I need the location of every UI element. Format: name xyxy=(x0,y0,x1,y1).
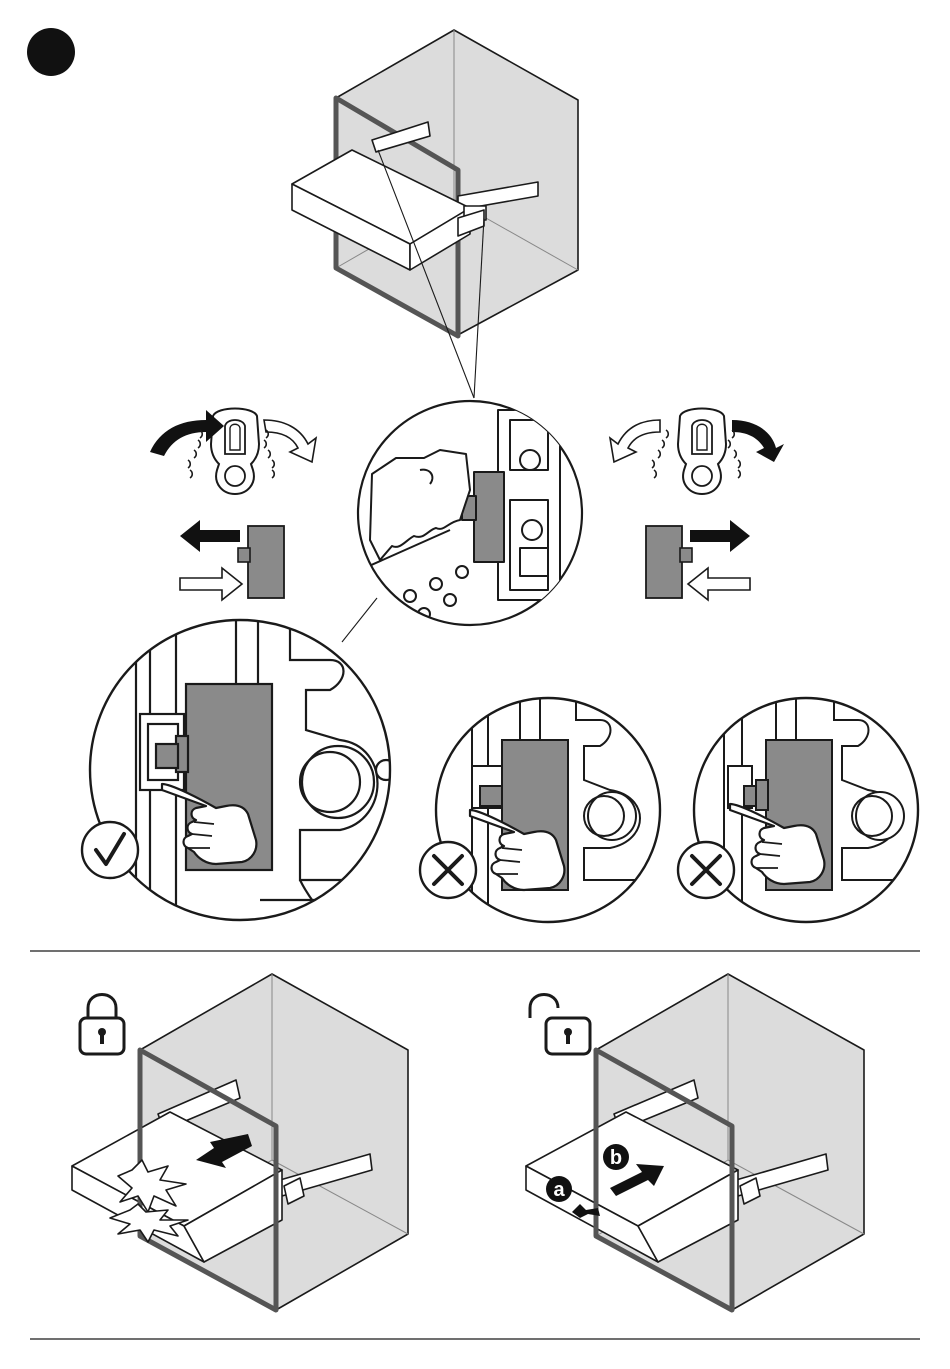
catch-right-indicator xyxy=(610,409,784,601)
callout-b-label: b xyxy=(610,1147,622,1169)
catch-left-indicator xyxy=(150,409,316,601)
check-detail-wrong-2 xyxy=(678,696,920,930)
check-detail-correct xyxy=(82,620,400,920)
step-marker-icon xyxy=(27,28,75,76)
check-detail-wrong-1 xyxy=(420,696,660,930)
cabinet-top xyxy=(292,30,578,336)
lock-open-icon xyxy=(530,995,590,1055)
callout-a: a xyxy=(546,1176,572,1202)
detail-mechanism xyxy=(358,401,582,625)
callout-b: b xyxy=(603,1144,629,1170)
callout-a-label: a xyxy=(553,1179,565,1201)
lock-closed-icon xyxy=(80,995,124,1055)
push-arrow-icon xyxy=(180,520,240,552)
